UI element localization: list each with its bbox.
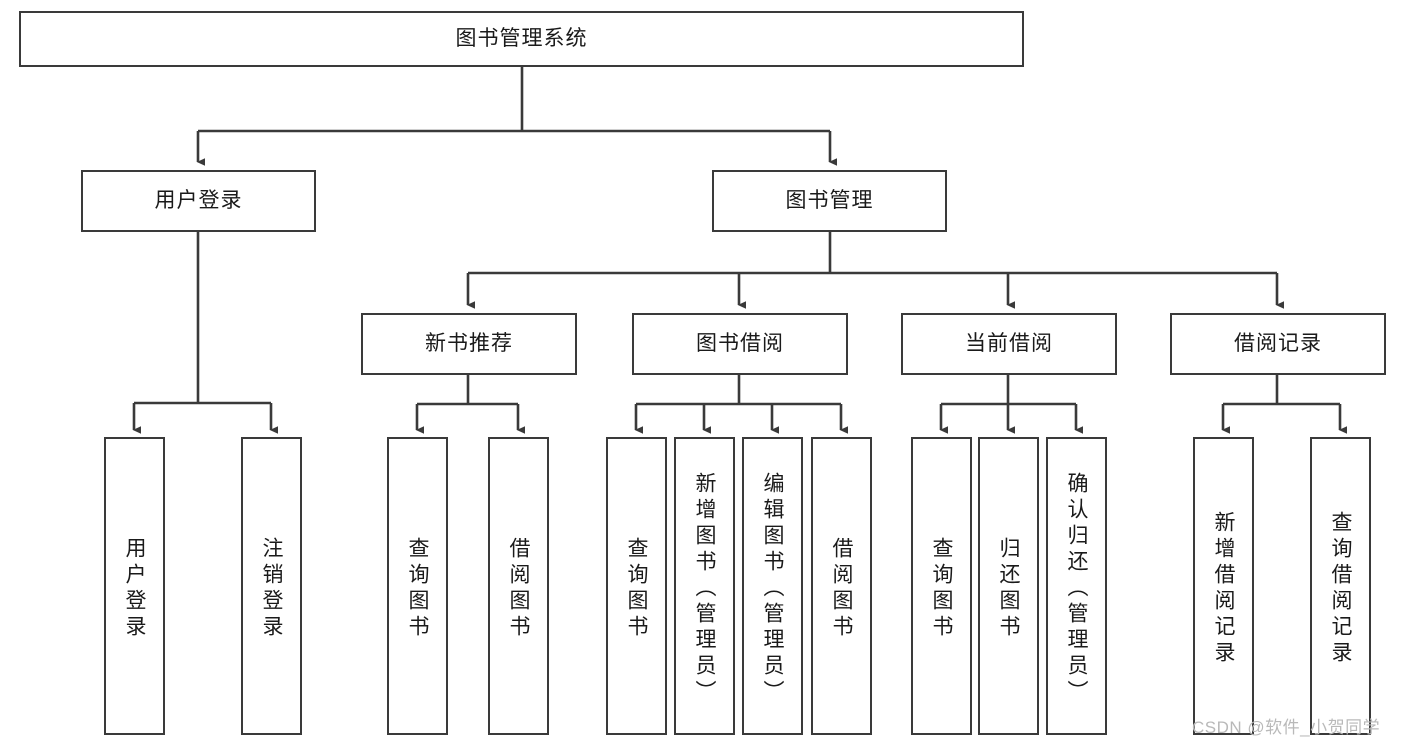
node-label: 确认归还（管理员） — [1065, 472, 1088, 706]
leaf-record-add-borrow-record[interactable]: 新增借阅记录 — [1193, 437, 1254, 735]
leaf-current-confirm-return-admin[interactable]: 确认归还（管理员） — [1046, 437, 1107, 735]
node-label: 新增借阅记录 — [1212, 511, 1235, 667]
node-label: 用户登录 — [123, 537, 146, 641]
leaf-record-query-borrow-record[interactable]: 查询借阅记录 — [1310, 437, 1371, 735]
node-label: 查询图书 — [625, 537, 648, 641]
leaf-borrow-add-book-admin[interactable]: 新增图书（管理员） — [674, 437, 735, 735]
node-label: 用户登录 — [154, 189, 243, 213]
node-label: 归还图书 — [997, 537, 1020, 641]
leaf-user-login-login[interactable]: 用户登录 — [104, 437, 165, 735]
node-label: 查询图书 — [930, 537, 953, 641]
leaf-borrow-borrow-book[interactable]: 借阅图书 — [811, 437, 872, 735]
node-label: 借阅图书 — [830, 537, 853, 641]
leaf-borrow-edit-book-admin[interactable]: 编辑图书（管理员） — [742, 437, 803, 735]
node-label: 图书管理 — [785, 189, 874, 213]
node-label: 新增图书（管理员） — [693, 472, 716, 706]
node-current-borrow[interactable]: 当前借阅 — [901, 313, 1117, 375]
node-label: 借阅图书 — [507, 537, 530, 641]
node-borrow-record[interactable]: 借阅记录 — [1170, 313, 1386, 375]
node-root-book-management-system[interactable]: 图书管理系统 — [19, 11, 1024, 67]
leaf-borrow-query-book[interactable]: 查询图书 — [606, 437, 667, 735]
leaf-recommend-borrow-book[interactable]: 借阅图书 — [488, 437, 549, 735]
node-label: 当前借阅 — [965, 332, 1053, 356]
node-label: 编辑图书（管理员） — [761, 472, 784, 706]
node-label: 图书借阅 — [696, 332, 784, 356]
node-label: 图书管理系统 — [455, 27, 588, 51]
leaf-recommend-query-book[interactable]: 查询图书 — [387, 437, 448, 735]
node-book-borrow[interactable]: 图书借阅 — [632, 313, 848, 375]
node-book-management[interactable]: 图书管理 — [712, 170, 947, 232]
leaf-current-return-book[interactable]: 归还图书 — [978, 437, 1039, 735]
node-label: 查询借阅记录 — [1329, 511, 1352, 667]
node-label: 借阅记录 — [1234, 332, 1322, 356]
node-label: 查询图书 — [406, 537, 429, 641]
node-label: 新书推荐 — [425, 332, 513, 356]
node-new-book-recommend[interactable]: 新书推荐 — [361, 313, 577, 375]
leaf-current-query-book[interactable]: 查询图书 — [911, 437, 972, 735]
leaf-user-login-logout[interactable]: 注销登录 — [241, 437, 302, 735]
node-user-login[interactable]: 用户登录 — [81, 170, 316, 232]
node-label: 注销登录 — [260, 537, 283, 641]
